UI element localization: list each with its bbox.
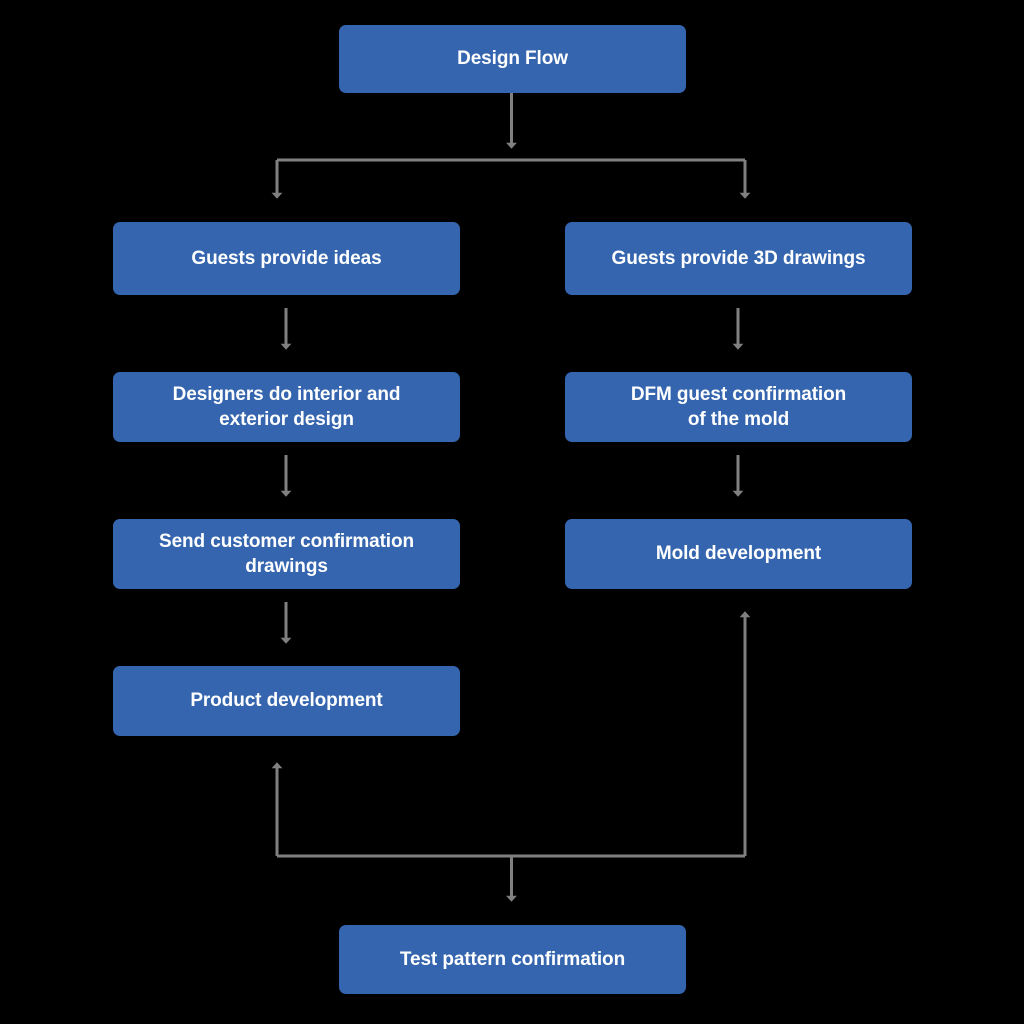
node-guests-provide-ideas[interactable]: Guests provide ideas xyxy=(113,222,460,295)
node-send-customer-confirmation-drawings[interactable]: Send customer confirmation drawings xyxy=(113,519,460,589)
node-design-flow[interactable]: Design Flow xyxy=(339,25,686,93)
node-test-pattern-confirmation[interactable]: Test pattern confirmation xyxy=(339,925,686,994)
node-mold-development[interactable]: Mold development xyxy=(565,519,912,589)
node-dfm-guest-confirmation[interactable]: DFM guest confirmation of the mold xyxy=(565,372,912,442)
node-guests-provide-3d-drawings[interactable]: Guests provide 3D drawings xyxy=(565,222,912,295)
node-product-development[interactable]: Product development xyxy=(113,666,460,736)
node-designers-interior-exterior-design[interactable]: Designers do interior and exterior desig… xyxy=(113,372,460,442)
